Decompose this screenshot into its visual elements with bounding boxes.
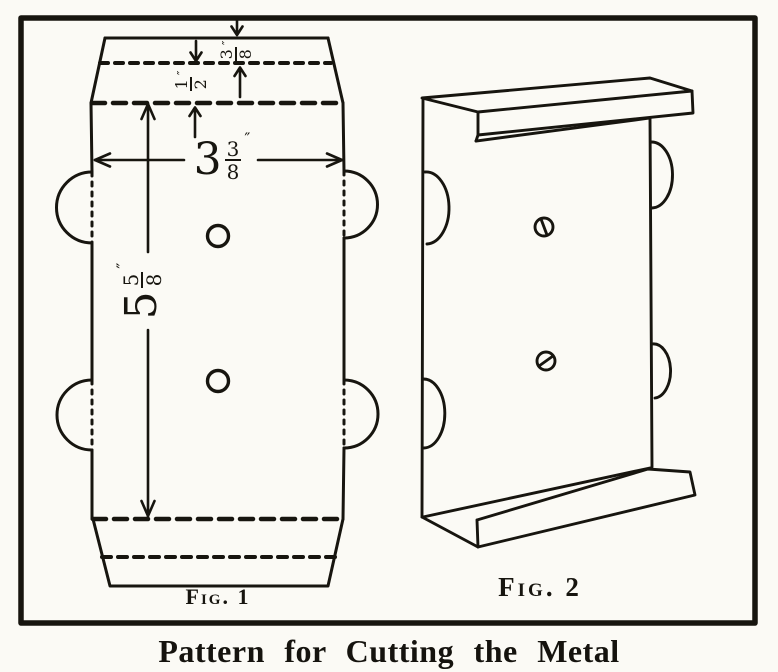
caption: Pattern for Cutting the Metal [158, 633, 620, 669]
fig2-formed-piece [420, 76, 697, 549]
figure2-label: Fig. 2 [498, 572, 582, 602]
screw-top [533, 216, 555, 238]
hole-bottom [205, 368, 231, 394]
fig1-cutting-pattern [55, 36, 380, 588]
fig1-dimension-lines [93, 18, 344, 518]
hole-top [205, 223, 231, 249]
screw-bottom [535, 350, 557, 372]
border-frame [18, 15, 758, 626]
figure1-label: Fig. 1 [185, 584, 251, 609]
